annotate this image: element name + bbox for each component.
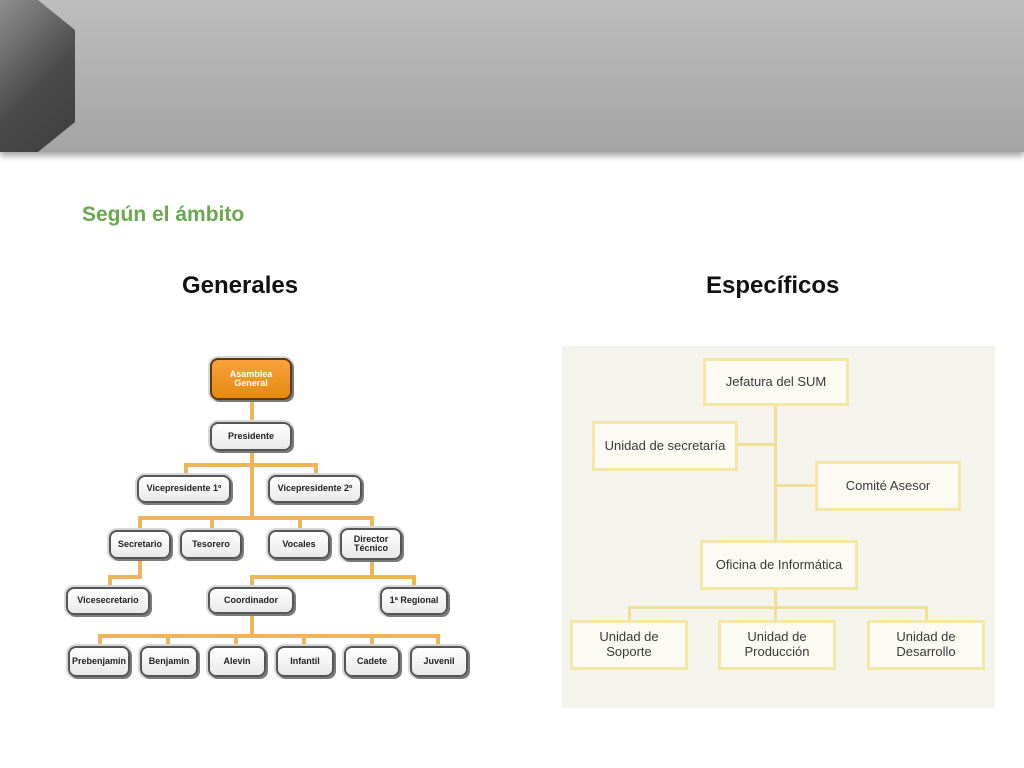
connector (138, 516, 374, 520)
especificos-org-chart: Jefatura del SUM Unidad de secretaría Co… (562, 346, 995, 708)
node-label: Coordinador (224, 594, 278, 605)
connector (234, 634, 238, 646)
node-asamblea-general: Asamblea General (210, 358, 292, 400)
node-label: Jefatura del SUM (725, 373, 827, 389)
node-label: Presidente (227, 430, 275, 441)
node-label: Producción (744, 644, 810, 659)
node-vicepresidente-2: Vicepresidente 2º (268, 475, 362, 503)
node-cadete: Cadete (344, 646, 400, 677)
connector (108, 575, 112, 587)
section-title: Según el ámbito (82, 203, 245, 226)
connector (108, 575, 142, 579)
node-unidad-de-secretaria: Unidad de secretaría (592, 421, 738, 471)
node-label: Vicepresidente 2º (277, 483, 353, 494)
connector (138, 516, 142, 530)
node-1-regional: 1ª Regional (380, 587, 448, 615)
node-label: Vicesecretario (77, 595, 139, 606)
header-bar (0, 0, 1024, 152)
node-label: Cadete (356, 655, 387, 666)
node-vicepresidente-1: Vicepresidente 1º (137, 475, 231, 503)
connector (737, 443, 776, 446)
connector (302, 634, 306, 646)
node-oficina-de-informatica: Oficina de Informática (700, 540, 858, 590)
connector (370, 516, 374, 530)
node-label: Alevin (223, 655, 251, 666)
connector (250, 575, 416, 579)
node-label: Asamblea (229, 368, 273, 379)
node-jefatura-del-sum: Jefatura del SUM (703, 358, 849, 406)
connector (774, 484, 816, 487)
node-label: Comité Asesor (845, 477, 931, 493)
node-label: Técnico (353, 543, 388, 553)
connector (184, 463, 318, 467)
connector (98, 634, 102, 646)
node-label: General (234, 378, 268, 388)
connector (298, 516, 302, 530)
node-unidad-de-produccion: Unidad de Producción (718, 620, 836, 670)
node-unidad-de-soporte: Unidad de Soporte (570, 620, 688, 670)
node-infantil: Infantil (276, 646, 334, 677)
node-alevin: Alevin (208, 646, 266, 677)
connector (250, 400, 254, 422)
node-secretario: Secretario (109, 530, 171, 559)
node-label: Unidad de (747, 629, 807, 645)
node-prebenjamin: Prebenjamin (68, 646, 130, 677)
connector (774, 606, 777, 622)
connector (370, 634, 374, 646)
node-vocales: Vocales (268, 530, 330, 559)
node-coordinador: Coordinador (208, 587, 294, 614)
connector (138, 559, 142, 577)
node-label: Benjamin (148, 655, 190, 666)
connector (370, 559, 374, 577)
connector (436, 634, 440, 646)
especificos-heading: Específicos (706, 272, 840, 299)
connector (628, 606, 928, 609)
node-label: Oficina de Informática (715, 556, 843, 572)
connector (98, 634, 440, 638)
connector (250, 467, 254, 517)
node-comite-asesor: Comité Asesor (815, 461, 961, 511)
node-juvenil: Juvenil (410, 646, 468, 677)
connector (774, 588, 777, 608)
connector (166, 634, 170, 646)
node-label: Prebenjamin (71, 655, 127, 666)
header-tab-decoration (0, 0, 75, 152)
node-label: Juvenil (423, 655, 455, 666)
node-label: Unidad de (599, 629, 659, 645)
node-tesorero: Tesorero (180, 530, 242, 559)
node-label: Director (353, 533, 389, 544)
connector (628, 606, 631, 622)
connector (412, 575, 416, 587)
connector (184, 463, 188, 475)
connector (250, 451, 254, 465)
connector (250, 614, 254, 636)
node-label: Desarrollo (896, 644, 956, 659)
node-unidad-de-desarrollo: Unidad de Desarrollo (867, 620, 985, 670)
generales-heading: Generales (182, 272, 299, 299)
node-label: Secretario (117, 538, 163, 549)
connector (774, 404, 777, 542)
node-director-tecnico: Director Técnico (340, 528, 402, 560)
node-label: Unidad de secretaría (604, 437, 726, 453)
node-label: Soporte (606, 644, 652, 659)
node-label: Unidad de (896, 629, 956, 645)
node-label: Vocales (282, 538, 316, 549)
node-presidente: Presidente (210, 422, 292, 451)
node-vicesecretario: Vicesecretario (66, 587, 150, 615)
node-label: Vicepresidente 1º (146, 483, 222, 494)
connector (250, 575, 254, 587)
connector (925, 606, 928, 622)
node-label: 1ª Regional (389, 595, 439, 606)
connector (314, 463, 318, 475)
connector (210, 516, 214, 530)
node-label: Infantil (290, 655, 320, 666)
node-benjamin: Benjamin (140, 646, 198, 677)
node-label: Tesorero (192, 538, 230, 549)
